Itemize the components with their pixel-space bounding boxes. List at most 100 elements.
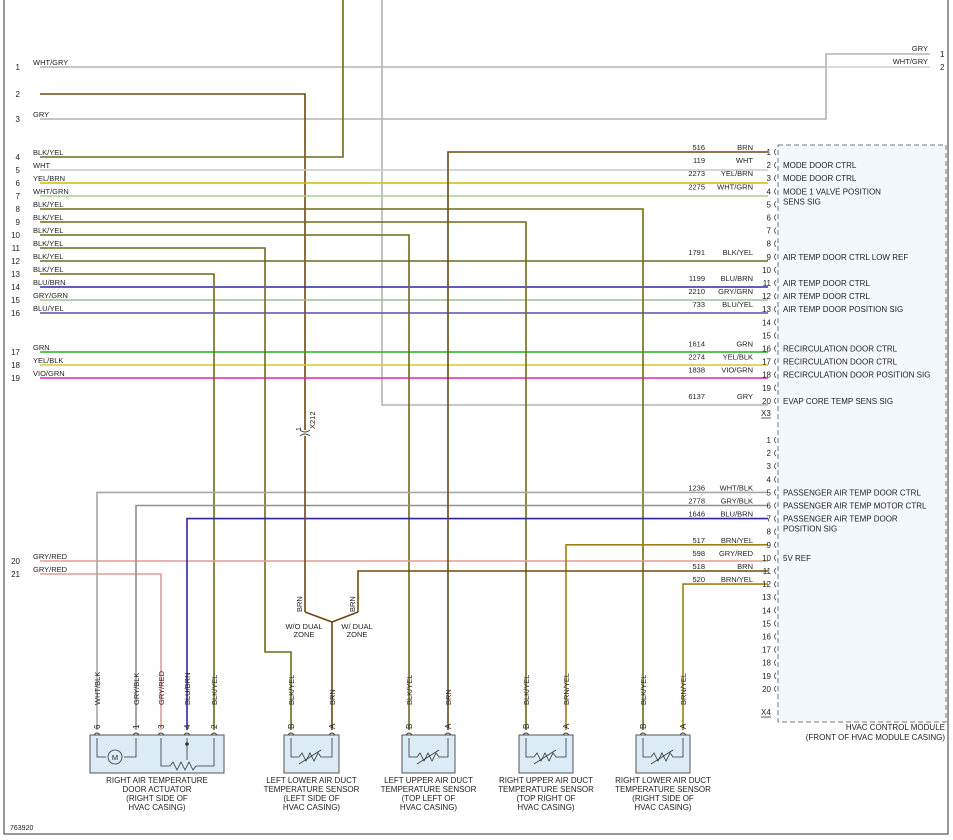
circuit-number: 1791: [688, 248, 705, 257]
sensor-wire-color-label: BRN: [444, 689, 453, 705]
wire-blk-yel-left-upper: [40, 234, 410, 730]
module-pin-number: 3: [767, 174, 772, 183]
thermistor-icon: [290, 738, 333, 762]
zone-left-wire-color: BRN: [295, 596, 304, 612]
module-wire-color-label: BLU/BRN: [720, 274, 753, 283]
module-pin-socket: [774, 593, 777, 601]
wire-left-4: [40, 0, 344, 158]
left-pin-number: 20: [11, 557, 20, 566]
actuator-wire-color-label: BLU/BRN: [183, 672, 192, 705]
sensor-pin-socket: [522, 732, 530, 736]
left-wire-color-label: BLU/BRN: [33, 278, 66, 287]
left-wire-color-label: BLK/YEL: [33, 239, 63, 248]
sensor-wire-color-label: BRN: [328, 689, 337, 705]
module-pin-socket: [774, 580, 777, 588]
circuit-number: 520: [692, 575, 705, 584]
actuator-pin-socket: [132, 732, 140, 736]
actuator-pin-number: 3: [157, 724, 166, 729]
wire-evap-sensor: [381, 0, 768, 406]
zone-right-label: W/ DUAL: [341, 622, 372, 631]
wire-blk-yel-right-lower: [40, 208, 644, 730]
sensor-pin-letter: A: [679, 723, 688, 729]
module-wire-color-label: BLU/BRN: [720, 510, 753, 519]
module-pin-number: 16: [762, 345, 771, 354]
circuit-number: 6137: [688, 392, 705, 401]
module-pin-number: 15: [762, 619, 771, 628]
module-pin-number: 6: [767, 214, 772, 223]
module-wire-color-label: BRN/YEL: [721, 575, 753, 584]
sensor-wire-color-label: BLK/YEL: [287, 675, 296, 705]
module-location: (FRONT OF HVAC MODULE CASING): [806, 733, 946, 742]
left-wire-color-label: GRY/GRN: [33, 291, 68, 300]
module-pin-socket: [774, 148, 777, 156]
sensor-pin-letter: A: [562, 723, 571, 729]
actuator-pin-socket: [157, 732, 165, 736]
module-pin-number: 14: [762, 318, 771, 327]
left-pin-number: 3: [16, 115, 21, 124]
circuit-number: 1236: [688, 483, 705, 492]
module-pin-socket: [774, 174, 777, 182]
left-wire-color-label: BLK/YEL: [33, 226, 63, 235]
sensor-wire-color-label: BLK/YEL: [405, 675, 414, 705]
actuator-name: HVAC CASING): [128, 803, 186, 812]
left-wire-color-label: WHT/GRN: [33, 187, 69, 196]
wire-brn-yel-right-upper: [565, 543, 768, 730]
module-pin-number: 17: [762, 358, 771, 367]
actuator-pin-number: 4: [183, 724, 192, 729]
sensor-name: TEMPERATURE SENSOR: [498, 785, 594, 794]
splice-x212-symbol: [299, 429, 311, 437]
module-pin-socket: [774, 266, 777, 274]
sensor-name: TEMPERATURE SENSOR: [615, 785, 711, 794]
module-pin-function: RECIRCULATION DOOR POSITION SIG: [783, 371, 930, 380]
wire-gry-blk: [135, 504, 768, 730]
module-pin-number: 15: [762, 331, 771, 340]
actuator-pin-number: 2: [210, 724, 219, 729]
module-name: HVAC CONTROL MODULE: [846, 723, 945, 732]
left-pin-number: 17: [11, 348, 20, 357]
module-wire-color-label: WHT: [736, 156, 753, 165]
circuit-number: 518: [692, 562, 705, 571]
module-pin-socket: [774, 633, 777, 640]
temperature-sensor-body: [635, 734, 691, 774]
sensor-pin-letter: B: [287, 724, 296, 729]
left-wire-color-label: BLK/YEL: [33, 252, 63, 261]
actuator-pin-number: 1: [132, 724, 141, 729]
left-wire-color-label: BLK/YEL: [33, 200, 63, 209]
wires-layer: [40, 0, 930, 730]
wire-blk-yel-left-lower: [40, 247, 292, 730]
sensor-name: (RIGHT SIDE OF: [632, 794, 694, 803]
circuit-number: 1614: [688, 340, 705, 349]
sensor-wire-color-label: BLK/YEL: [522, 675, 531, 705]
module-pin-number: 18: [762, 371, 771, 380]
module-pin-number: 10: [762, 554, 771, 563]
module-pin-number: 17: [762, 646, 771, 655]
sensor-name: HVAC CASING): [634, 803, 692, 812]
module-pin-socket: [774, 371, 777, 378]
module-pin-number: 5: [767, 488, 772, 497]
left-wire-color-label: GRN: [33, 343, 50, 352]
left-wire-color-label: YEL/BRN: [33, 174, 65, 183]
sensor-pin-socket: [328, 732, 336, 736]
module-pin-number: 8: [767, 528, 772, 537]
left-wire-color-label: BLU/YEL: [33, 304, 64, 313]
wire-brn-dual-zone: [357, 570, 768, 612]
left-pin-number: 1: [16, 63, 21, 72]
splice-pin: 1: [294, 427, 303, 431]
module-wire-color-label: WHT/BLK: [720, 483, 753, 492]
temperature-sensor-body: [283, 734, 340, 774]
module-pin-socket: [774, 489, 777, 496]
circuit-number: 517: [692, 536, 705, 545]
thermistor-arrow: [298, 749, 322, 765]
motor-symbol-label: M: [112, 753, 118, 762]
module-pin-socket: [774, 436, 777, 444]
module-wire-color-label: WHT/GRN: [717, 182, 753, 191]
circuit-number: 2274: [688, 353, 705, 362]
sensor-name: (LEFT SIDE OF: [283, 794, 339, 803]
module-pin-socket: [774, 685, 777, 693]
module-pin-socket: [774, 345, 777, 352]
left-wire-color-label: GRY: [33, 110, 49, 119]
left-pin-number: 11: [12, 244, 21, 253]
module-pin-socket: [774, 384, 777, 392]
module-wire-color-label: YEL/BRN: [721, 169, 753, 178]
